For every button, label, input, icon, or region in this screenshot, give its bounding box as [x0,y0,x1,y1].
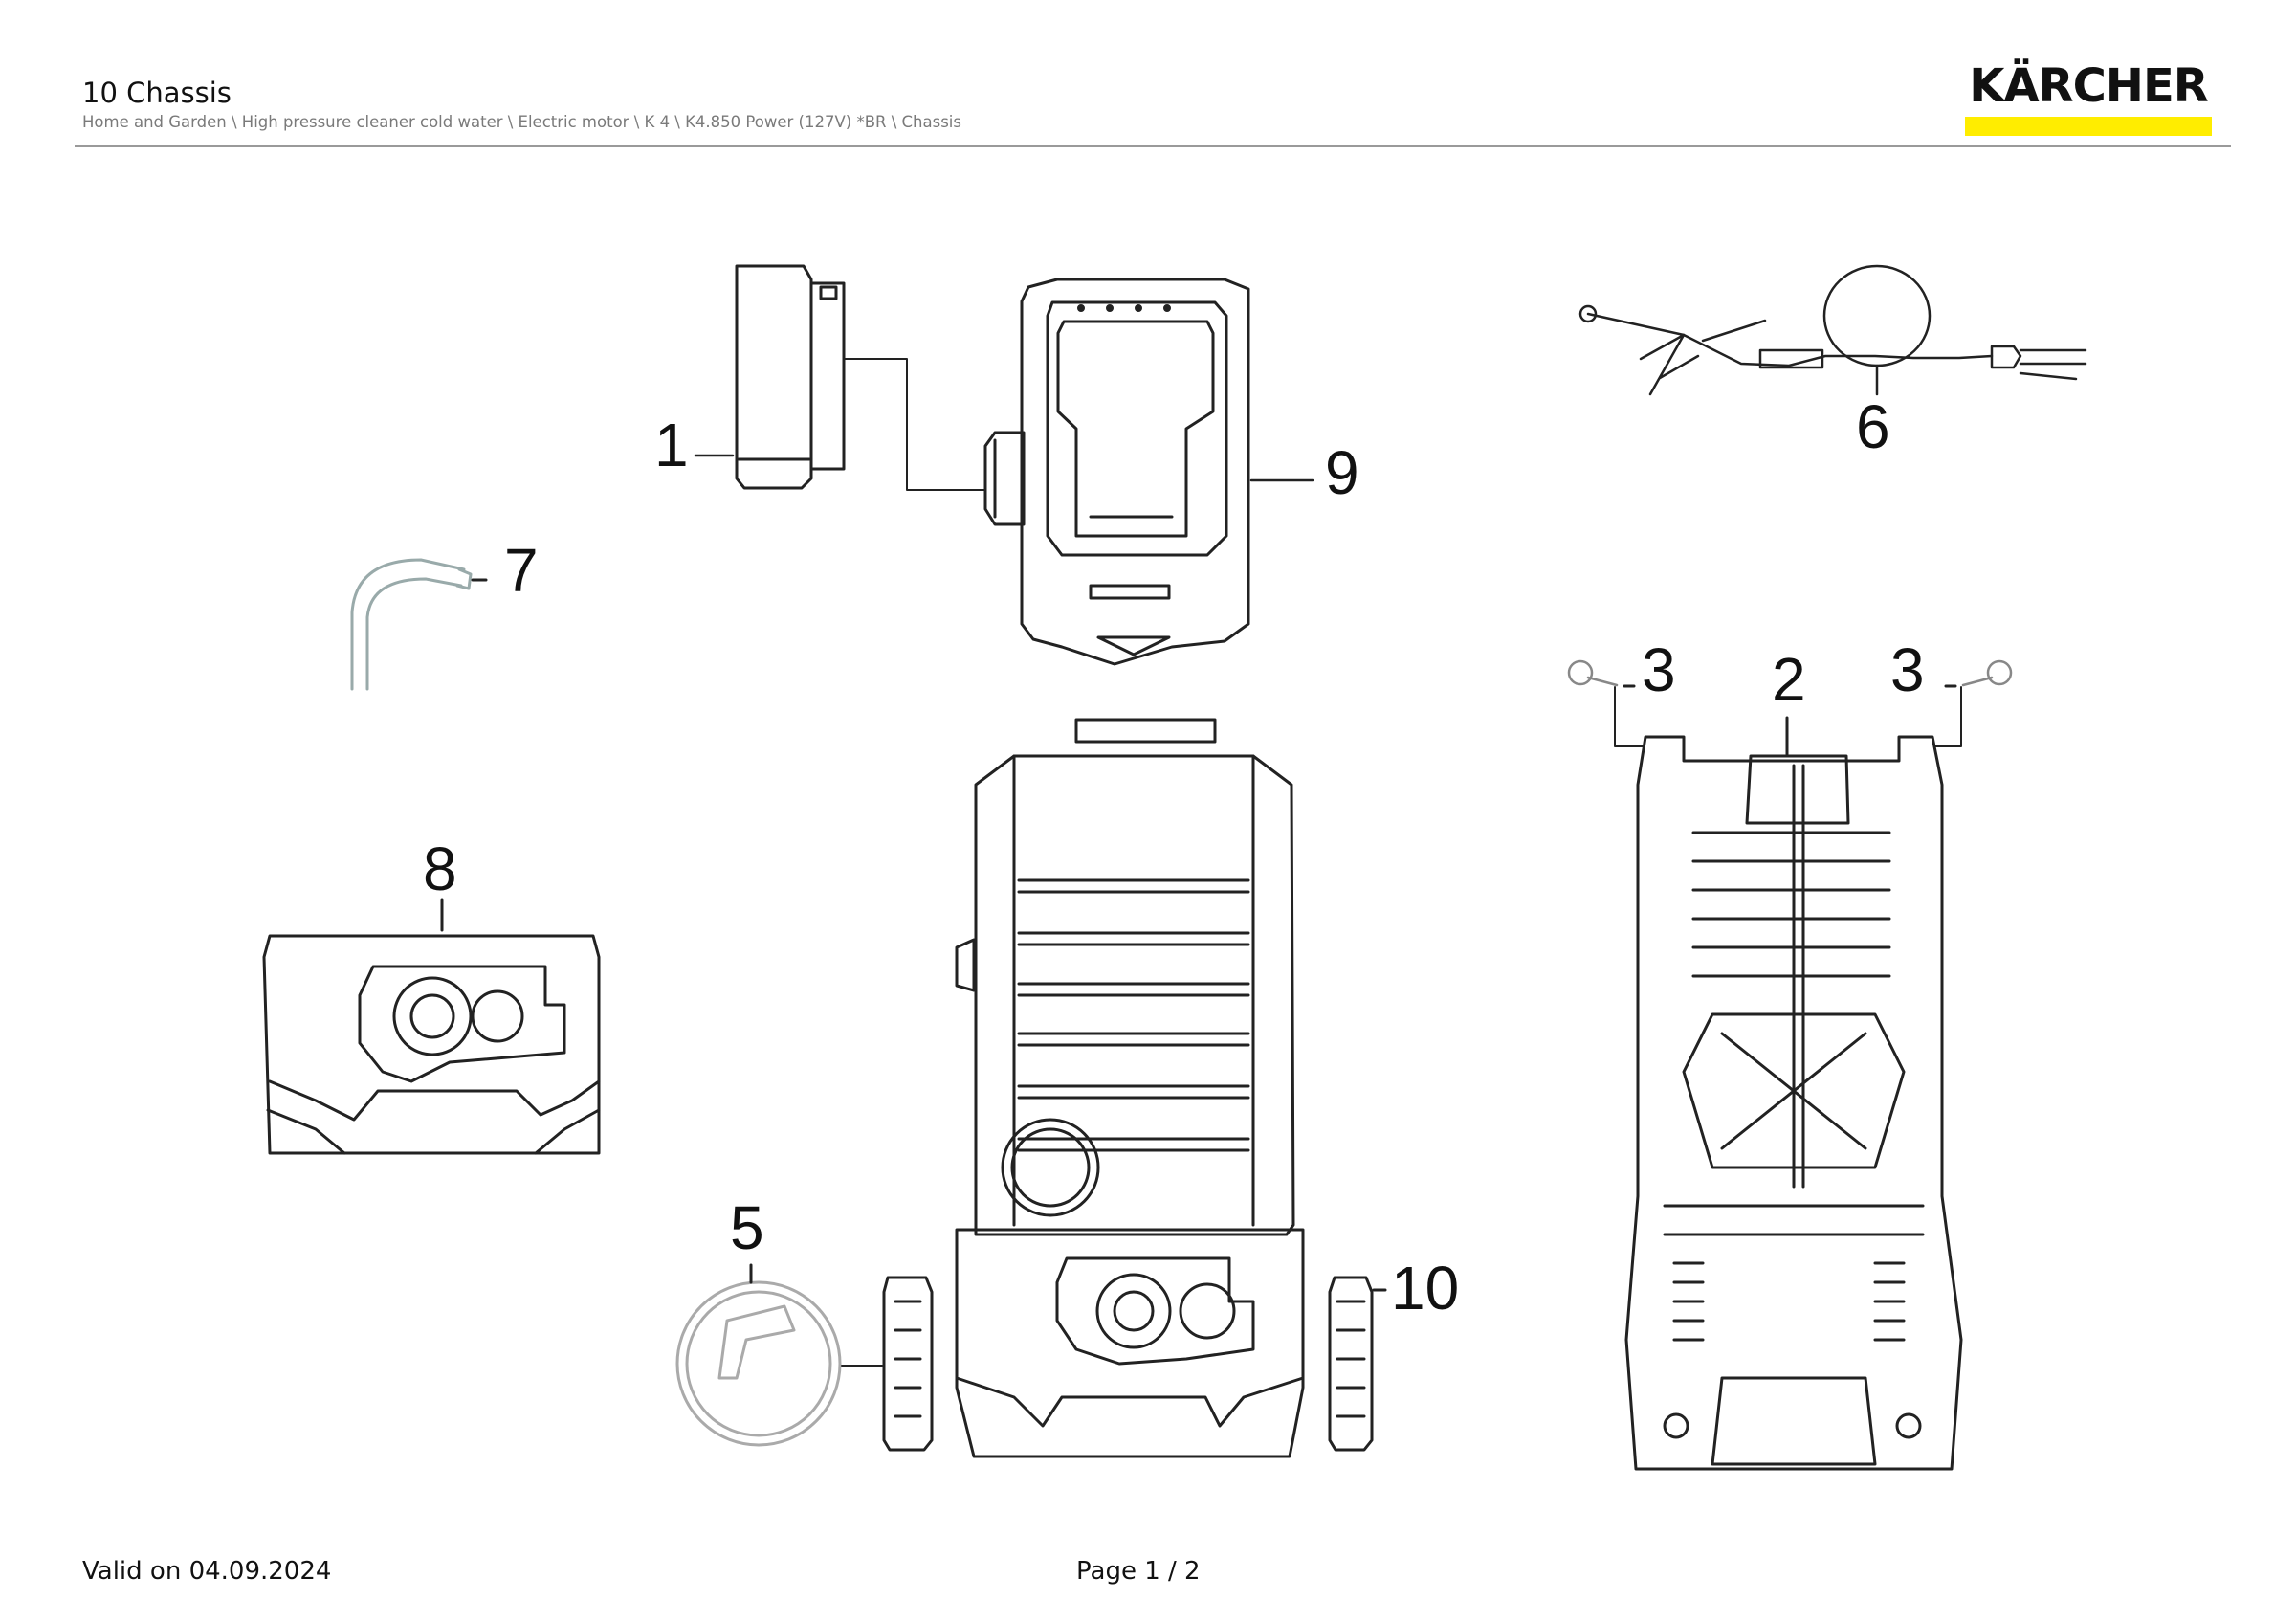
part-label-8: 8 [423,834,457,903]
page-number: Page 1 / 2 [1076,1557,1201,1586]
page-title: 10 Chassis [82,77,232,109]
logo-text: KÄRCHER [1969,59,2208,113]
part-1-side-cover [735,264,846,490]
part-label-7: 7 [504,536,539,605]
part-label-9: 9 [1325,438,1359,507]
part-label-3-right: 3 [1890,635,1925,704]
brand-logo: KÄRCHER [1961,63,2216,109]
part-9-upper-housing [983,278,1250,666]
part-7-hose [350,558,473,691]
part-3-screw-left [1567,659,1619,687]
part-label-1: 1 [654,411,689,479]
valid-date: Valid on 04.09.2024 [82,1557,332,1586]
part-6-power-cord [1578,264,2087,396]
part-label-6: 6 [1856,392,1890,461]
part-label-5: 5 [730,1193,764,1262]
part-10-right-wheel [1328,1276,1374,1452]
part-2-rear-frame [1624,735,1963,1471]
part-label-2: 2 [1772,645,1806,714]
breadcrumb: Home and Garden \ High pressure cleaner … [82,113,961,131]
part-5-hub-cap [675,1280,842,1447]
main-unit-assembled [955,718,1305,1458]
header-divider [75,145,2231,147]
part-label-3-left: 3 [1642,635,1676,704]
part-label-10: 10 [1391,1254,1459,1323]
part-8-wheel-cover [262,934,601,1155]
part-3-screw-right [1961,659,2013,687]
left-wheel [882,1276,934,1452]
logo-yellow-bar [1965,117,2212,136]
